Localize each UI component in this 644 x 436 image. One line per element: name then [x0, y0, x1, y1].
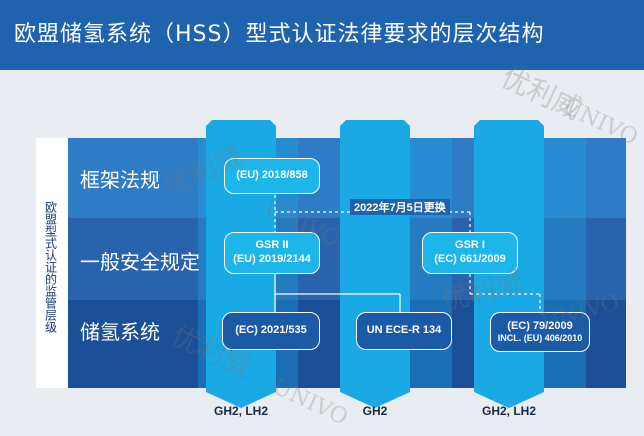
- hss-ec-reference: (EC) 79/2009: [507, 319, 573, 332]
- gsr2-reference: (EU) 2019/2144: [233, 253, 311, 265]
- page-title: 欧盟储氢系统（HSS）型式认证法律要求的层次结构: [14, 22, 545, 47]
- gsr1-box: GSR I (EC) 661/2009: [422, 232, 518, 274]
- gsr1-name: GSR I: [455, 239, 485, 252]
- unece-r134-box: UN ECE-R 134: [356, 312, 452, 350]
- replacement-date-note: 2022年7月5日更换: [350, 199, 450, 215]
- column-footer-2: GH2: [362, 404, 388, 418]
- gsr2-name: GSR II: [255, 239, 289, 252]
- column-footer-3: GH2, LH2: [481, 404, 536, 418]
- row-label-general-safety: 一般安全规定: [80, 250, 200, 274]
- hss-eu-regulation-box: (EC) 2021/535: [222, 312, 320, 350]
- column-footer-1: GH2, LH2: [213, 404, 268, 418]
- framework-regulation-box: (EU) 2018/858: [224, 158, 320, 194]
- row-label-hss: 储氢系统: [80, 320, 160, 344]
- regulatory-level-label: 欧盟型式认证的监管层级: [40, 152, 62, 382]
- row-label-framework: 框架法规: [80, 168, 160, 192]
- hss-ec-amendment: INCL. (EU) 406/2010: [497, 333, 583, 344]
- hss-eu-regulation-text: (EC) 2021/535: [235, 324, 307, 337]
- hss-ec-regulation-box: (EC) 79/2009 INCL. (EU) 406/2010: [490, 312, 590, 352]
- gsr1-reference: (EC) 661/2009: [434, 253, 506, 265]
- title-bar: 欧盟储氢系统（HSS）型式认证法律要求的层次结构: [0, 0, 644, 70]
- gsr2-box: GSR II (EU) 2019/2144: [224, 232, 320, 274]
- framework-regulation-text: (EU) 2018/858: [236, 169, 308, 182]
- unece-r134-text: UN ECE-R 134: [366, 324, 442, 337]
